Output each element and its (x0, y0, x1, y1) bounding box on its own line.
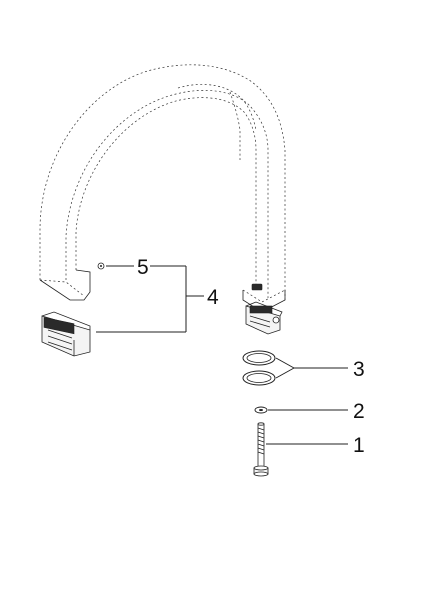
leader-lines (96, 265, 348, 445)
leader-3-lower (275, 367, 295, 379)
spout-top-ridge-2 (229, 91, 241, 160)
spout-top-ridge (177, 84, 257, 131)
spout-left-outlet-edge (39, 279, 85, 297)
spout-right-base-edge (242, 289, 286, 303)
spout-left-outlet (39, 269, 91, 301)
callout-1: 1 (353, 434, 365, 457)
spout-inner-edge (75, 97, 257, 290)
callout-3: 3 (353, 358, 365, 381)
callout-2: 2 (353, 400, 365, 423)
callout-4: 4 (207, 286, 219, 309)
set-screw-part-5 (97, 262, 105, 270)
washer-part-2 (254, 406, 268, 414)
spout-base-detail (251, 283, 263, 291)
spout-body (39, 64, 286, 313)
aerator-insert-right (245, 301, 283, 335)
leader-3-upper (275, 357, 295, 369)
aerator-insert-left (41, 311, 91, 357)
bolt-part-1 (253, 422, 269, 477)
o-rings-part-3 (242, 350, 276, 386)
spout-outer-edge (39, 64, 286, 300)
spout-front-face (65, 90, 269, 298)
callout-5: 5 (137, 256, 149, 279)
